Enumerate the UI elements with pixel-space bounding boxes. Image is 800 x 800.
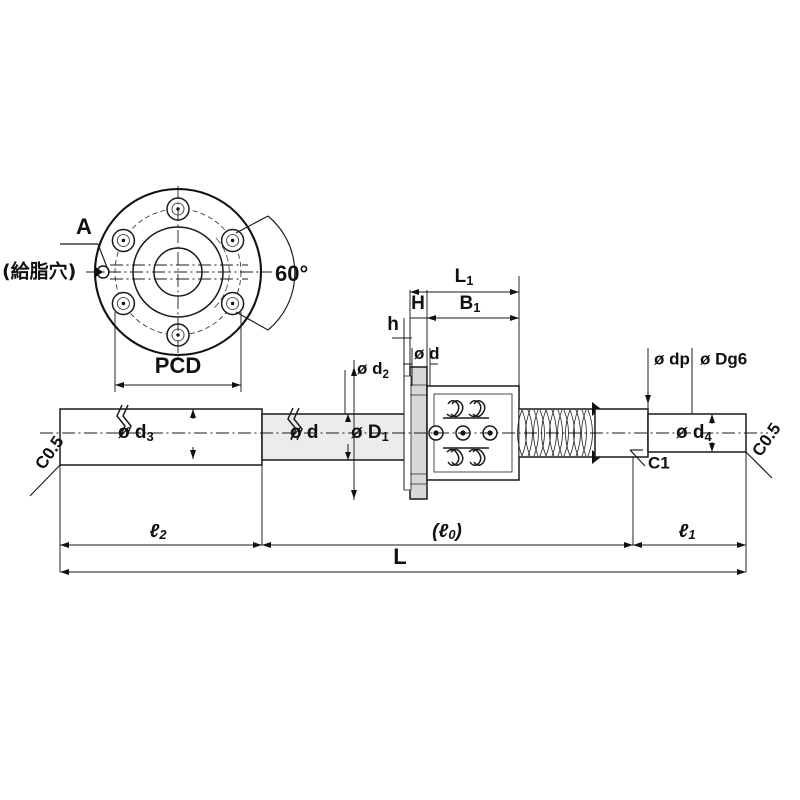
bolt-hole — [111, 228, 136, 253]
label-grease-hole-note: (給脂穴) — [2, 260, 76, 283]
label-diameter-d: ø d — [290, 422, 319, 443]
dim-h — [392, 334, 412, 344]
chamfer-left-leader — [29, 464, 61, 497]
flange-front-view: A (給脂穴) 60° PCD — [2, 186, 308, 392]
label-l0: (ℓ0) — [432, 521, 462, 542]
label-l1-bottom: ℓ1 — [679, 521, 696, 542]
dim-dp — [645, 348, 651, 414]
label-diameter-d4: ø d4 — [676, 422, 713, 444]
return-tube-upper — [443, 400, 489, 419]
shaft-journal-d3 — [59, 408, 263, 466]
chamfer-c1-leader — [629, 449, 646, 467]
shaft-section-d — [261, 413, 411, 461]
dim-l1-bottom — [633, 542, 746, 548]
label-diameter-dp: ø dp — [654, 349, 690, 368]
dim-d3 — [190, 409, 196, 459]
dim-B1 — [427, 315, 519, 321]
label-a: A — [76, 214, 92, 239]
label-pcd: PCD — [155, 353, 201, 378]
dim-l2 — [60, 542, 262, 548]
label-L-overall: L — [393, 544, 406, 569]
dim-L-overall — [60, 569, 746, 575]
dim-L1 — [410, 289, 519, 295]
label-B1: B1 — [460, 293, 481, 315]
dim-d-shaft — [345, 414, 351, 460]
leader-a — [60, 243, 109, 271]
label-chamfer-right: C0.5 — [748, 420, 784, 460]
dim-D1 — [344, 370, 405, 490]
pcd-dimension — [114, 312, 242, 392]
label-l2: ℓ2 — [150, 521, 168, 542]
dim-d2 — [351, 360, 357, 500]
bolt-hole — [220, 291, 245, 316]
label-diameter-Dg6: ø Dg6 — [700, 349, 747, 368]
label-L1: L1 — [455, 266, 474, 288]
chamfer-right-leader — [745, 451, 773, 479]
bolt-hole — [220, 228, 245, 253]
label-diameter-D1: ø D1 — [351, 422, 389, 444]
bolt-hole — [111, 291, 136, 316]
return-tube-lower — [443, 447, 489, 466]
label-H: H — [411, 293, 425, 314]
label-diameter-d2: ø d2 — [357, 359, 389, 381]
break-mark-left — [116, 404, 132, 438]
break-mark-mid — [287, 407, 303, 441]
label-h: h — [387, 314, 399, 335]
bottom-dimension-chain: ℓ2 (ℓ0) ℓ1 L — [59, 452, 747, 575]
label-angle-60: 60° — [275, 261, 308, 286]
label-chamfer-c1: C1 — [648, 453, 670, 472]
dim-d4 — [709, 414, 715, 452]
label-diameter-d3: ø d3 — [118, 422, 154, 444]
dim-d-flange-hole — [403, 348, 438, 386]
dim-l0 — [262, 542, 633, 548]
